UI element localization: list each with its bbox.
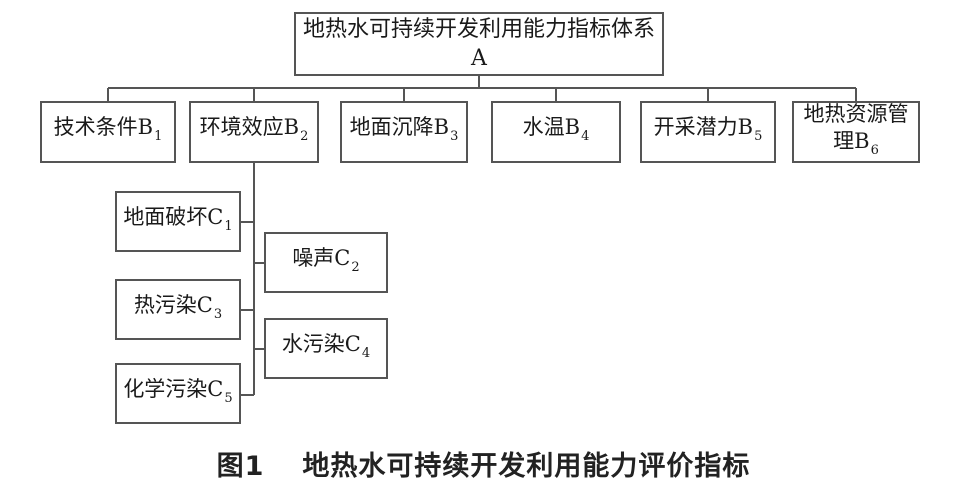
node-b6-label: 地热资源管理B (803, 101, 909, 153)
node-c4: 水污染C4 (264, 318, 388, 379)
node-b5: 开采潜力B5 (640, 101, 776, 163)
node-b3: 地面沉降B3 (340, 101, 468, 163)
node-b2-subscript: 2 (300, 129, 309, 144)
node-c2-subscript: 2 (351, 259, 360, 275)
node-b1: 技术条件B1 (40, 101, 176, 163)
node-b6: 地热资源管理B6 (792, 101, 920, 163)
root-node: 地热水可持续开发利用能力指标体系A (294, 12, 664, 76)
node-c1-label: 地面破坏C (123, 204, 224, 229)
node-c5: 化学污染C5 (115, 363, 241, 424)
node-b6-subscript: 6 (870, 142, 879, 158)
figure-caption: 图1 地热水可持续开发利用能力评价指标 (0, 444, 967, 483)
node-b4-label: 水温B (522, 115, 581, 139)
node-b3-subscript: 3 (450, 129, 459, 144)
figure-number: 图1 (216, 451, 265, 482)
node-b4: 水温B4 (491, 101, 621, 163)
node-b5-subscript: 5 (754, 129, 763, 144)
node-c2-label: 噪声C (292, 245, 351, 270)
node-c5-subscript: 5 (224, 390, 233, 406)
node-c5-label: 化学污染C (123, 376, 224, 401)
node-c3-label: 热污染C (133, 292, 213, 317)
root-node-label: 地热水可持续开发利用能力指标体系A (302, 17, 655, 71)
node-c3-subscript: 3 (213, 306, 223, 322)
node-c1-subscript: 1 (224, 218, 233, 234)
node-c4-label: 水污染C (281, 331, 361, 356)
node-b3-label: 地面沉降B (349, 115, 450, 139)
node-b2-label: 环境效应B (199, 115, 300, 139)
node-b1-label: 技术条件B (53, 115, 154, 139)
node-b5-label: 开采潜力B (653, 115, 754, 139)
node-c3: 热污染C3 (115, 279, 241, 340)
node-c4-subscript: 4 (361, 345, 371, 361)
node-b1-subscript: 1 (154, 129, 163, 144)
node-c2: 噪声C2 (264, 232, 388, 293)
node-c1: 地面破坏C1 (115, 191, 241, 252)
node-b4-subscript: 4 (581, 129, 590, 144)
node-b2: 环境效应B2 (189, 101, 319, 163)
figure-title: 地热水可持续开发利用能力评价指标 (302, 451, 751, 482)
